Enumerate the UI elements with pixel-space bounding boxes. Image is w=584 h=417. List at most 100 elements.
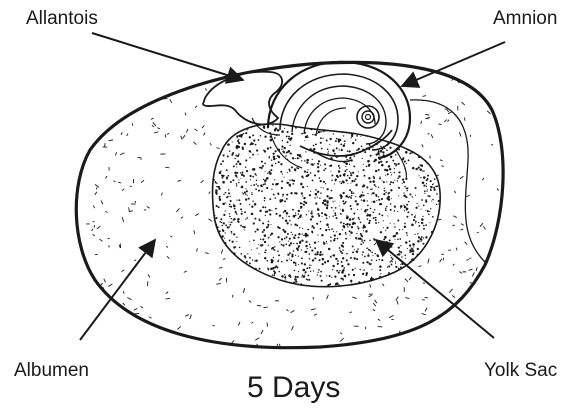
yolk-speckle [292,209,294,211]
yolk-speckle [281,238,283,240]
yolk-speckle [286,236,288,238]
yolk-speckle [398,268,400,270]
yolk-speckle [335,215,336,216]
yolk-speckle [224,238,225,239]
yolk-speckle [345,195,348,198]
yolk-speckle [363,224,365,226]
yolk-speckle [364,240,366,242]
yolk-speckle [232,141,233,142]
yolk-speckle [294,217,295,218]
yolk-speckle [263,184,265,186]
yolk-speckle [392,258,394,260]
yolk-speckle [299,227,300,228]
yolk-speckle [240,172,242,174]
yolk-speckle [282,140,283,141]
yolk-speckle [272,183,274,185]
yolk-speckle [298,233,300,235]
yolk-speckle [307,275,309,277]
yolk-speckle [387,267,388,268]
yolk-speckle [362,158,363,159]
yolk-speckle [384,190,386,192]
yolk-speckle [342,229,343,230]
yolk-speckle [327,148,329,150]
yolk-speckle [395,165,397,167]
yolk-speckle [306,214,307,215]
yolk-speckle [277,250,279,252]
yolk-speckle [362,254,363,255]
yolk-speckle [373,239,375,241]
yolk-speckle [220,218,222,220]
yolk-speckle [356,203,359,206]
yolk-speckle [343,223,345,225]
yolk-speckle [426,191,427,192]
yolk-speckle [427,189,428,190]
yolk-speckle [367,213,368,214]
yolk-speckle [383,227,384,228]
yolk-speckle [302,195,303,196]
yolk-speckle [219,198,221,200]
yolk-speckle [297,154,299,156]
yolk-speckle [356,135,358,137]
yolk-speckle [390,156,392,158]
yolk-speckle [389,261,391,263]
yolk-speckle [329,275,331,277]
yolk-speckle [372,211,374,213]
yolk-speckle [315,143,317,145]
yolk-speckle [383,193,385,195]
yolk-speckle [232,241,234,243]
yolk-speckle [331,175,333,177]
yolk-speckle [273,275,275,277]
yolk-speckle [350,281,352,283]
yolk-speckle [378,222,379,223]
yolk-speckle [277,193,279,195]
yolk-speckle [385,175,386,176]
yolk-speckle [225,202,226,203]
yolk-speckle [378,161,380,163]
yolk-speckle [336,217,338,219]
yolk-speckle [301,133,303,135]
yolk-speckle [380,146,382,148]
yolk-speckle [342,277,344,279]
yolk-speckle [412,196,413,197]
albumen-dash [132,123,133,126]
yolk-speckle [236,185,237,186]
yolk-speckle [342,269,345,272]
yolk-speckle [346,159,348,161]
yolk-speckle [390,189,392,191]
yolk-speckle [426,183,427,184]
yolk-speckle [330,164,332,166]
yolk-speckle [368,164,370,166]
yolk-speckle [339,167,341,169]
yolk-speckle [288,216,290,218]
yolk-speckle [382,151,384,153]
yolk-speckle [240,253,242,255]
yolk-speckle [409,152,411,154]
yolk-speckle [240,208,242,210]
yolk-speckle [356,149,358,151]
yolk-speckle [259,218,260,219]
albumen-dash [470,135,471,137]
yolk-speckle [312,134,314,136]
yolk-speckle [225,210,226,211]
yolk-speckle [318,131,320,133]
yolk-speckle [229,221,230,222]
yolk-speckle [278,271,280,273]
yolk-speckle [422,243,424,245]
yolk-speckle [264,257,266,259]
yolk-speckle [359,269,360,270]
yolk-speckle [317,253,319,255]
yolk-speckle [326,188,328,190]
yolk-speckle [394,210,396,212]
yolk-speckle [298,158,299,159]
yolk-speckle [430,189,431,190]
yolk-speckle [308,210,309,211]
yolk-speckle [352,269,354,271]
yolk-speckle [340,278,342,280]
yolk-speckle [427,210,429,212]
yolk-speckle [322,138,323,139]
yolk-speckle [342,249,343,250]
yolk-speckle [291,179,293,181]
yolk-speckle [282,196,283,197]
yolk-speckle [424,170,425,171]
yolk-speckle [286,222,288,224]
